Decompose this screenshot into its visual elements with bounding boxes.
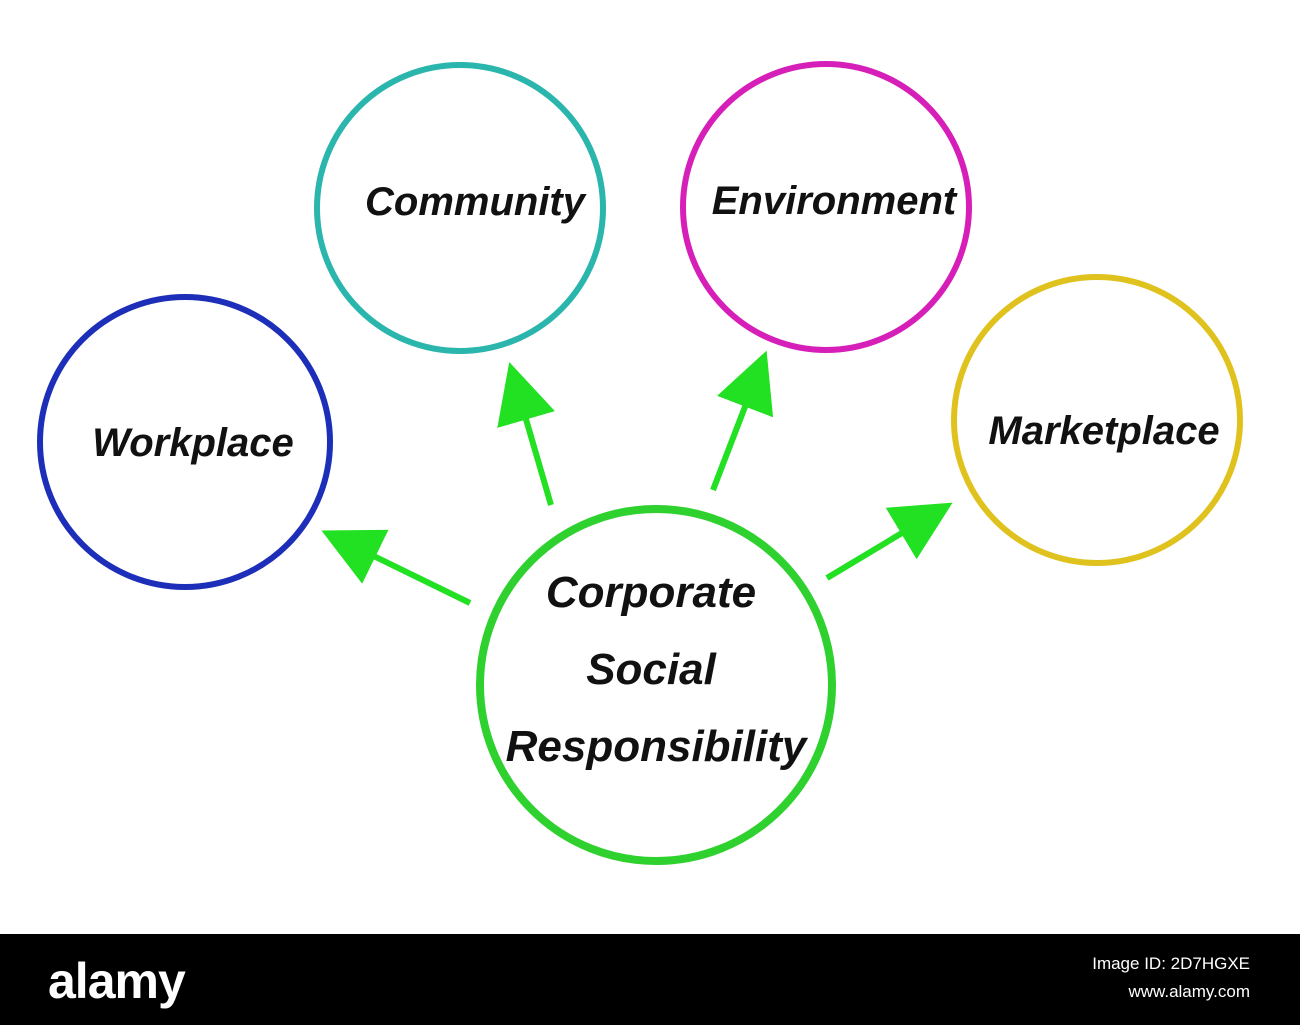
node-environment: Environment: [680, 61, 972, 353]
workplace-circle: [37, 294, 333, 590]
node-center-csr: Corporate Social Responsibility: [476, 505, 836, 865]
arrow-to-workplace: [321, 529, 472, 606]
image-id-text: Image ID: 2D7HGXE: [1092, 954, 1250, 973]
arrow-to-environment: [710, 350, 774, 492]
csr-diagram: Workplace Community Environment Marketpl…: [37, 61, 1243, 865]
arrow-to-community: [497, 361, 555, 506]
arrow-to-marketplace: [825, 502, 953, 581]
node-marketplace: Marketplace: [951, 274, 1243, 566]
community-circle: [314, 62, 606, 354]
marketplace-label: Marketplace: [988, 409, 1219, 453]
marketplace-circle: [951, 274, 1243, 566]
arrows-group: [321, 350, 953, 606]
center-label-line-2: Social: [586, 645, 716, 694]
node-workplace: Workplace: [37, 294, 333, 590]
site-url-text: www.alamy.com: [1128, 982, 1250, 1001]
community-label: Community: [365, 180, 587, 224]
center-label-line-1: Corporate: [546, 568, 756, 617]
center-label-line-3: Responsibility: [506, 722, 809, 771]
workplace-label: Workplace: [92, 421, 294, 465]
alamy-logo: alamy: [48, 953, 186, 1009]
node-community: Community: [314, 62, 606, 354]
center-circle: [476, 505, 836, 865]
watermark-footer: alamy Image ID: 2D7HGXE www.alamy.com: [0, 934, 1300, 1025]
environment-label: Environment: [712, 179, 958, 223]
environment-circle: [680, 61, 972, 353]
